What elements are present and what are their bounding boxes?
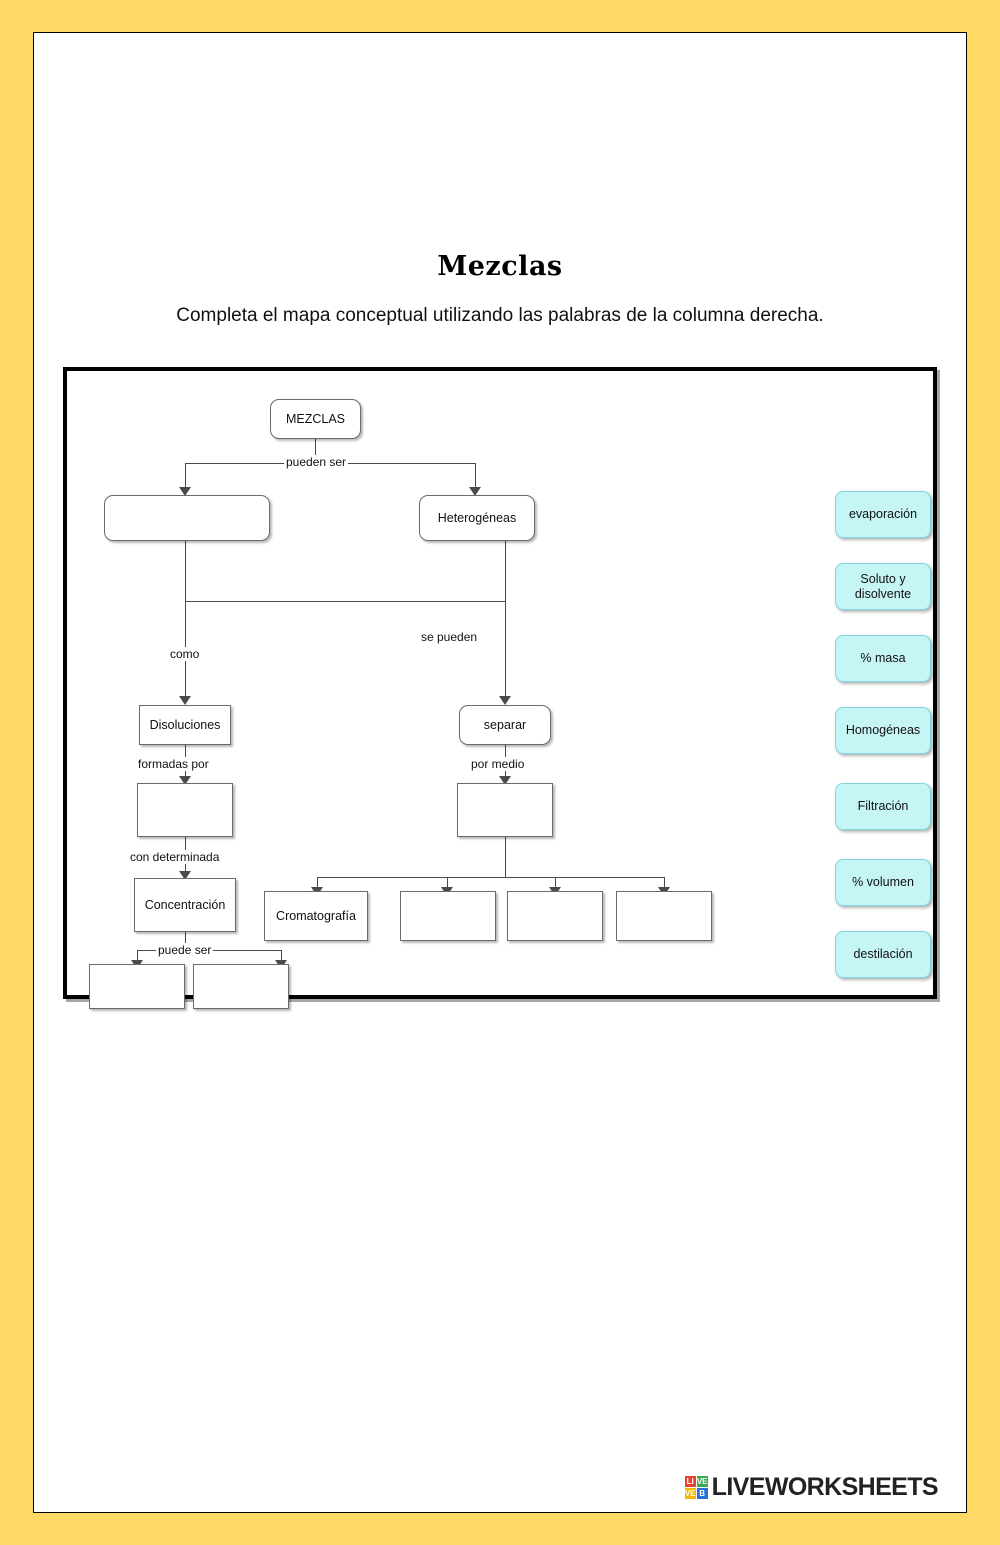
- logo-square-ve2: VE: [684, 1488, 696, 1499]
- connector-line: [185, 541, 186, 601]
- arrow-head: [179, 487, 191, 496]
- arrow-head: [179, 696, 191, 705]
- logo-squares: LI VE VE B: [684, 1476, 708, 1499]
- connector-label-con-determinada: con determinada: [128, 850, 222, 864]
- node-separar: separar: [459, 705, 551, 745]
- connector-line: [447, 877, 448, 891]
- logo-square-ve: VE: [696, 1476, 708, 1487]
- concept-map-board: pueden ser como se pueden formadas por p…: [63, 367, 937, 1009]
- word-bank-item-filtracion[interactable]: Filtración: [835, 783, 931, 830]
- node-heterogeneas: Heterogéneas: [419, 495, 535, 541]
- connector-line: [475, 463, 476, 491]
- word-bank-item-evaporacion[interactable]: evaporación: [835, 491, 931, 538]
- node-mezclas: MEZCLAS: [270, 399, 361, 439]
- node-concentracion: Concentración: [134, 878, 236, 932]
- word-bank-item-porcentaje-masa[interactable]: % masa: [835, 635, 931, 682]
- node-blank-concentracion-2[interactable]: [193, 964, 289, 1009]
- node-cromatografia: Cromatografía: [264, 891, 368, 941]
- node-blank-metodo-1[interactable]: [400, 891, 496, 941]
- worksheet-page: Mezclas Completa el mapa conceptual util…: [33, 32, 967, 1513]
- arrow-head: [179, 776, 191, 785]
- connector-line: [185, 463, 186, 491]
- word-bank-item-porcentaje-volumen[interactable]: % volumen: [835, 859, 931, 906]
- connector-line: [185, 932, 186, 950]
- connector-label-por-medio: por medio: [469, 757, 527, 771]
- logo-square-b: B: [696, 1488, 708, 1499]
- node-blank-soluto-disolvente[interactable]: [137, 783, 233, 837]
- connector-line: [664, 877, 665, 891]
- connector-label-pueden-ser: pueden ser: [284, 455, 349, 469]
- logo-wordmark: LIVEWORKSHEETS: [711, 1473, 939, 1501]
- arrow-head: [499, 776, 511, 785]
- node-blank-metodo-3[interactable]: [616, 891, 712, 941]
- connector-label-formadas-por: formadas por: [136, 757, 211, 771]
- connector-line: [505, 541, 506, 701]
- node-blank-concentracion-1[interactable]: [89, 964, 185, 1009]
- word-bank-item-destilacion[interactable]: destilación: [835, 931, 931, 978]
- connector-line: [137, 950, 138, 964]
- arrow-head: [179, 871, 191, 880]
- node-blank-por-medio[interactable]: [457, 783, 553, 837]
- instruction-text: Completa el mapa conceptual utilizando l…: [176, 305, 824, 326]
- word-bank-item-homogeneas[interactable]: Homogéneas: [835, 707, 931, 754]
- node-blank-metodo-2[interactable]: [507, 891, 603, 941]
- node-disoluciones: Disoluciones: [139, 705, 231, 745]
- liveworksheets-logo[interactable]: LI VE VE B LIVEWORKSHEETS: [684, 1473, 939, 1502]
- page-title: Mezclas: [437, 251, 563, 282]
- connector-line: [317, 877, 318, 891]
- node-blank-homogeneas[interactable]: [104, 495, 270, 541]
- connector-label-como: como: [168, 647, 202, 661]
- connector-line: [505, 837, 506, 877]
- connector-line: [185, 601, 505, 602]
- logo-square-li: LI: [684, 1476, 696, 1487]
- connector-line: [281, 950, 282, 964]
- connector-line: [315, 439, 316, 463]
- arrow-head: [469, 487, 481, 496]
- connector-line: [317, 877, 664, 878]
- connector-label-puede-ser: puede ser: [156, 943, 214, 957]
- arrow-head: [499, 696, 511, 705]
- connector-line: [555, 877, 556, 891]
- connector-label-se-pueden: se pueden: [419, 630, 480, 644]
- word-bank-item-soluto-y-disolvente[interactable]: Soluto y disolvente: [835, 563, 931, 610]
